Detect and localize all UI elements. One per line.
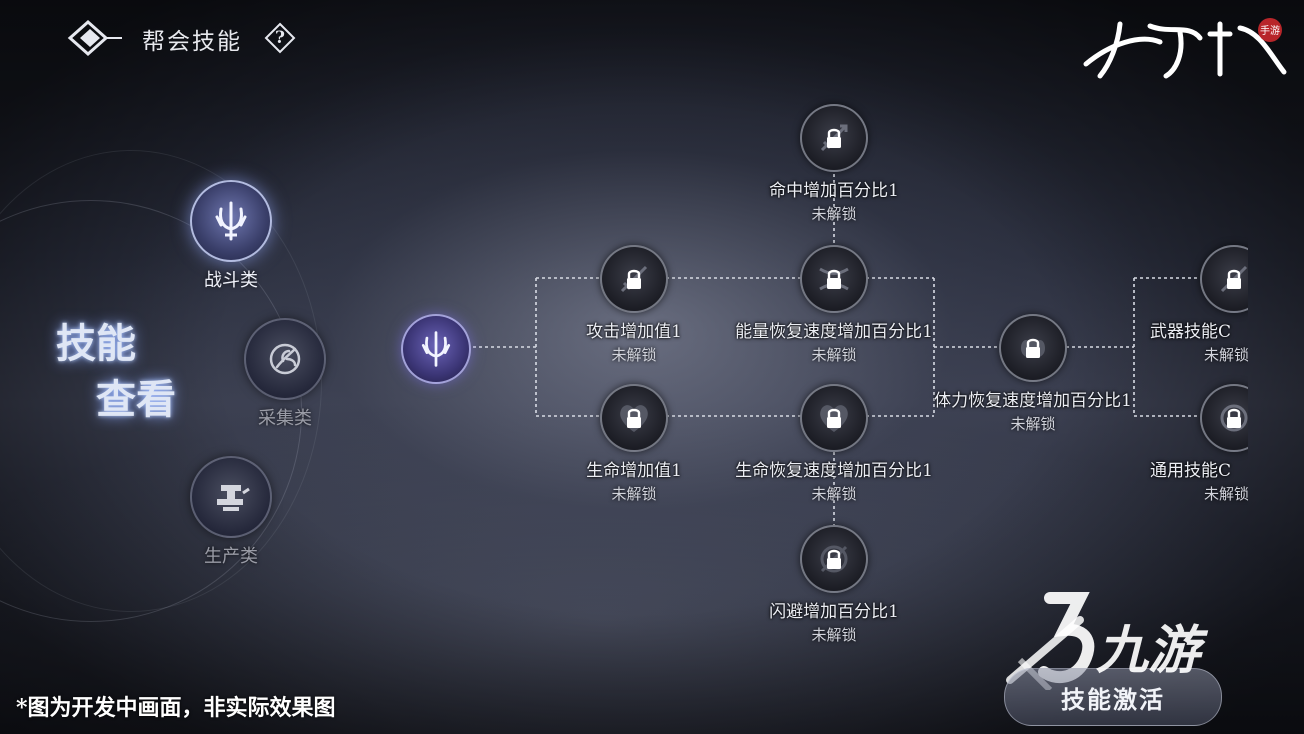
skill-node-orb xyxy=(999,314,1067,382)
category-gathering-disc xyxy=(244,318,326,400)
skill-node-orb xyxy=(600,245,668,313)
skill-node-name: 通用技能C xyxy=(1150,461,1232,481)
skill-node-name: 能量恢复速度增加百分比1 xyxy=(735,322,933,342)
lock-icon xyxy=(1227,269,1241,289)
skill-node-attack[interactable]: 攻击增加值1 未解锁 xyxy=(559,245,709,365)
category-gathering[interactable]: 采集类 xyxy=(244,318,326,430)
skill-node-orb xyxy=(800,104,868,172)
skill-node-state: 未解锁 xyxy=(1204,485,1248,503)
skill-node-hit-rate[interactable]: 命中增加百分比1 未解锁 xyxy=(759,104,909,224)
lock-icon xyxy=(827,128,841,148)
lock-icon xyxy=(1227,408,1241,428)
help-label: ? xyxy=(275,28,285,48)
skill-node-state: 未解锁 xyxy=(611,485,657,503)
category-production-label: 生产类 xyxy=(204,546,258,567)
skill-tree-right-clip: 武器技能C 未解锁 通用技能C 未解锁 xyxy=(1120,230,1248,510)
skill-node-dodge[interactable]: 闪避增加百分比1 未解锁 xyxy=(759,525,909,645)
skill-node-orb xyxy=(1200,245,1248,313)
trident-icon xyxy=(215,201,247,241)
category-gathering-label: 采集类 xyxy=(258,408,312,429)
skill-view-title: 技能 查看 xyxy=(56,316,176,428)
activate-skill-label: 技能激活 xyxy=(1061,684,1165,714)
help-button[interactable]: ? xyxy=(264,22,296,54)
skill-node-name: 武器技能C xyxy=(1150,322,1232,342)
trident-icon xyxy=(421,331,451,367)
lock-icon xyxy=(827,269,841,289)
skill-node-name: 生命恢复速度增加百分比1 xyxy=(735,461,933,481)
skill-node-state: 未解锁 xyxy=(811,485,857,503)
page-title: 帮会技能 xyxy=(142,29,242,55)
category-production[interactable]: 生产类 xyxy=(190,456,272,568)
lock-icon xyxy=(1026,338,1040,358)
general-icon xyxy=(1220,404,1248,432)
lock-icon xyxy=(827,408,841,428)
skill-node-name: 攻击增加值1 xyxy=(586,322,682,342)
skill-node-state: 未解锁 xyxy=(1204,346,1248,364)
skill-node-energy-regen[interactable]: 能量恢复速度增加百分比1 未解锁 xyxy=(709,245,959,365)
category-combat-label: 战斗类 xyxy=(204,270,258,291)
skill-view-line2: 查看 xyxy=(96,376,176,423)
skill-node-name: 命中增加百分比1 xyxy=(769,181,899,201)
lock-icon xyxy=(627,269,641,289)
herb-icon xyxy=(269,343,301,375)
game-logo-art xyxy=(1083,18,1287,79)
skill-node-general[interactable]: 通用技能C 未解锁 xyxy=(1120,384,1248,504)
lock-icon xyxy=(627,408,641,428)
skill-node-state: 未解锁 xyxy=(811,205,857,223)
skill-node-name: 生命增加值1 xyxy=(586,461,682,481)
category-combat-disc xyxy=(190,180,272,262)
skill-node-state: 未解锁 xyxy=(811,346,857,364)
category-production-disc xyxy=(190,456,272,538)
anvil-icon xyxy=(217,485,250,511)
skill-node-orb xyxy=(800,384,868,452)
skill-node-orb xyxy=(800,525,868,593)
skill-node-state: 未解锁 xyxy=(811,626,857,644)
skill-view-line1: 技能 xyxy=(56,320,136,367)
skill-node-name: 闪避增加百分比1 xyxy=(769,602,899,622)
skill-node-orb xyxy=(1200,384,1248,452)
skill-node-weapon[interactable]: 武器技能C 未解锁 xyxy=(1120,245,1248,365)
skill-node-name: 体力恢复速度增加百分比1 xyxy=(934,391,1132,411)
skill-node-orb xyxy=(800,245,868,313)
game-logo: 手游 xyxy=(1080,14,1292,82)
game-logo-badge: 手游 xyxy=(1260,26,1280,37)
help-icon xyxy=(264,22,296,54)
skill-node-hp[interactable]: 生命增加值1 未解锁 xyxy=(559,384,709,504)
activate-skill-button[interactable]: 技能激活 xyxy=(1004,668,1222,726)
category-combat[interactable]: 战斗类 xyxy=(190,180,272,292)
skill-node-stamina-regen[interactable]: 体力恢复速度增加百分比1 未解锁 xyxy=(908,314,1158,434)
disclaimer-text: *图为开发中画面，非实际效果图 xyxy=(16,695,336,721)
skill-node-state: 未解锁 xyxy=(611,346,657,364)
lock-icon xyxy=(827,549,841,569)
skill-node-hp-regen[interactable]: 生命恢复速度增加百分比1 未解锁 xyxy=(709,384,959,504)
skill-tree-root[interactable] xyxy=(401,314,471,384)
skill-node-state: 未解锁 xyxy=(1010,415,1056,433)
skill-node-orb xyxy=(600,384,668,452)
watermark-text: 九游 xyxy=(1096,621,1201,681)
back-button[interactable] xyxy=(66,16,126,60)
back-diamond-icon xyxy=(67,19,122,57)
